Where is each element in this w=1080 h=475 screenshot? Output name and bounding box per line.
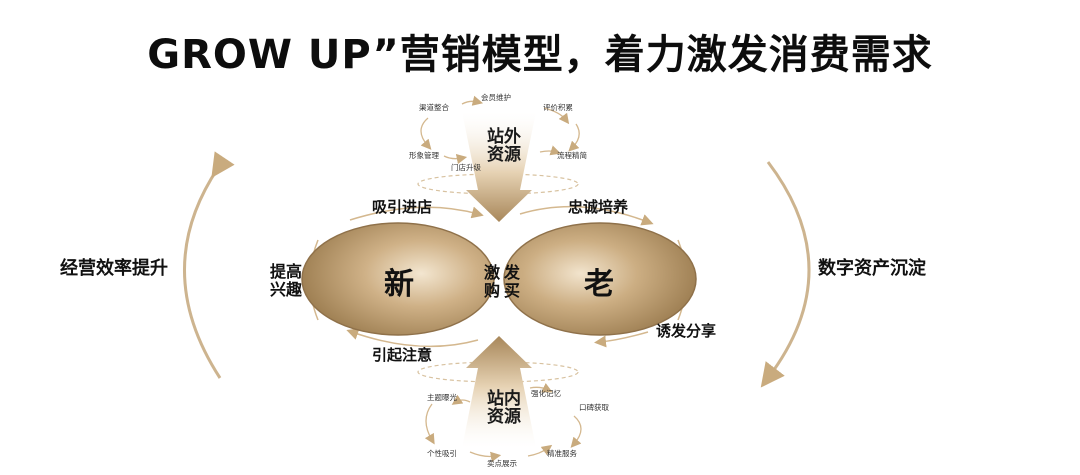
center-label-left: 激购 <box>484 263 501 300</box>
internal-title-1: 站内 <box>487 389 521 409</box>
label-loyalty: 忠诚培养 <box>568 198 629 216</box>
ext-item-store-upgrade: 门店升级 <box>451 163 481 172</box>
arc-top-right <box>519 205 654 226</box>
int-arc-1 <box>424 403 435 445</box>
arc-bottom-left <box>346 328 479 348</box>
arrow-up <box>462 336 536 448</box>
ext-arc-3 <box>543 107 570 125</box>
int-arc-3 <box>529 383 553 393</box>
ext-item-process: 流程精简 <box>557 151 587 160</box>
external-title-1: 站外 <box>487 127 521 147</box>
int-item-selling-point: 卖点展示 <box>487 459 517 468</box>
int-arc-5 <box>469 451 502 462</box>
label-attract-store: 吸引进店 <box>372 198 433 216</box>
ellipse-new-label: 新 <box>384 267 414 302</box>
arc-bottom-right <box>594 331 649 348</box>
ext-arc-5 <box>443 153 468 165</box>
label-share: 诱发分享 <box>656 322 717 340</box>
ellipse-old <box>503 222 697 336</box>
ellipse-old-label: 老 <box>584 267 614 302</box>
ext-item-channel: 渠道整合 <box>419 103 449 112</box>
left-bracket-arc <box>183 151 235 379</box>
ext-item-image: 形象管理 <box>409 151 439 160</box>
ext-arc-1 <box>461 95 484 106</box>
int-item-memory: 强化记忆 <box>531 389 561 398</box>
ext-arc-2 <box>420 117 432 150</box>
int-item-theme: 主题曝光 <box>427 393 457 402</box>
ext-arc-6 <box>539 145 561 156</box>
right-side-label: 数字资产沉淀 <box>818 258 926 279</box>
internal-title-2: 资源 <box>487 407 521 427</box>
page-title: GROW UP”营销模型，着力激发消费需求 <box>147 32 933 78</box>
ext-item-review: 评价积累 <box>543 103 573 112</box>
left-side-label: 经营效率提升 <box>60 258 168 279</box>
int-arc-2 <box>451 394 471 405</box>
external-title-2: 资源 <box>487 145 521 165</box>
label-raise-interest-2: 兴趣 <box>270 280 303 299</box>
int-item-personal: 个性吸引 <box>427 449 457 458</box>
arrow-down <box>462 112 536 222</box>
label-raise-interest-1: 提高 <box>270 262 303 281</box>
int-arc-6 <box>527 444 553 457</box>
int-item-wordofmouth: 口碑获取 <box>579 403 609 412</box>
int-arc-4 <box>570 415 582 448</box>
ext-item-member: 会员维护 <box>481 93 511 102</box>
center-label-right: 发买 <box>504 263 521 300</box>
arc-top-left <box>349 206 484 221</box>
ellipse-new <box>301 222 495 336</box>
int-item-precise-service: 精准服务 <box>547 449 577 458</box>
right-bracket-arc <box>760 161 811 388</box>
ext-arc-4 <box>568 123 580 152</box>
label-attention: 引起注意 <box>372 346 433 364</box>
